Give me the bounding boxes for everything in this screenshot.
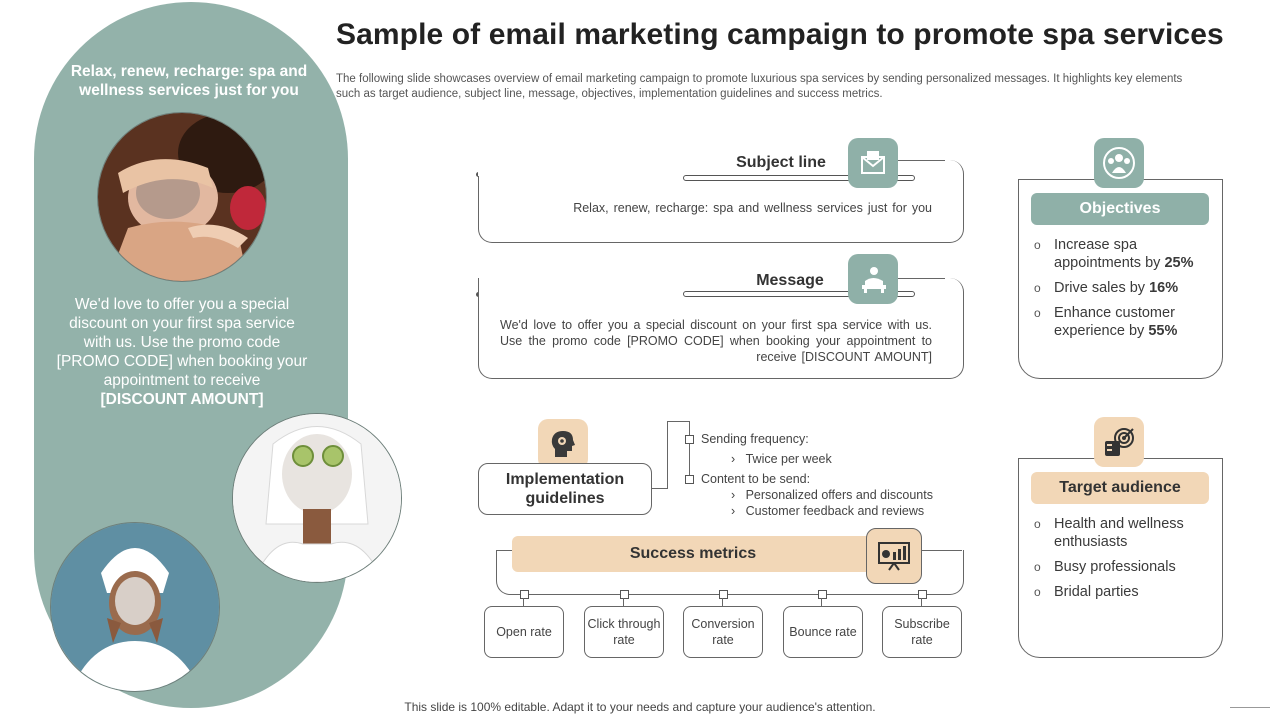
email-icon <box>848 138 898 188</box>
target-icon <box>1094 417 1144 467</box>
footer-divider <box>1230 707 1270 708</box>
massage-icon <box>848 254 898 304</box>
left-offer-body: We'd love to offer you a special discoun… <box>56 296 308 389</box>
target-item: Busy professionals <box>1032 558 1212 576</box>
target-item: Health and wellness enthusiasts <box>1032 515 1212 551</box>
left-headline: Relax, renew, recharge: spa and wellness… <box>70 63 308 99</box>
bullet-square <box>685 475 694 484</box>
bullet-square <box>685 435 694 444</box>
success-connector <box>496 550 964 595</box>
objectives-list: Increase spa appointments by 25% Drive s… <box>1032 236 1212 347</box>
objective-item: Increase spa appointments by 25% <box>1032 236 1212 272</box>
content-label: Content to be send: <box>701 472 811 486</box>
metric-bounce-rate: Bounce rate <box>783 606 863 658</box>
page-subtitle: The following slide showcases overview o… <box>336 73 1183 100</box>
sending-frequency-label: Sending frequency: <box>701 432 809 446</box>
left-offer-bold: [DISCOUNT AMOUNT] <box>100 391 264 408</box>
implementation-label: Implementation guidelines <box>505 471 625 507</box>
message-label: Message <box>756 272 824 289</box>
success-metrics-label: Success metrics <box>512 536 874 572</box>
metric-conversion-rate: Conversion rate <box>683 606 763 658</box>
target-audience-list: Health and wellness enthusiasts Busy pro… <box>1032 515 1212 608</box>
group-icon <box>1094 138 1144 188</box>
objective-item: Enhance customer experience by 55% <box>1032 304 1212 340</box>
objectives-label: Objectives <box>1031 193 1209 225</box>
target-item: Bridal parties <box>1032 583 1212 601</box>
subject-line-text: Relax, renew, recharge: spa and wellness… <box>573 201 932 215</box>
face-mask-cucumber-photo <box>232 413 402 583</box>
left-offer-text: We'd love to offer you a special discoun… <box>54 295 310 409</box>
objective-item: Drive sales by 16% <box>1032 279 1212 297</box>
content-item: › Personalized offers and discounts <box>731 488 933 502</box>
metric-click-through-rate: Click through rate <box>584 606 664 658</box>
spa-massage-photo <box>97 112 267 282</box>
implementation-box: Implementation guidelines <box>478 463 652 515</box>
footer-note: This slide is 100% editable. Adapt it to… <box>404 700 876 714</box>
metric-open-rate: Open rate <box>484 606 564 658</box>
message-bar <box>683 291 915 297</box>
subject-line-bar <box>683 175 915 181</box>
frequency-item: › Twice per week <box>731 452 832 466</box>
target-audience-label: Target audience <box>1031 472 1209 504</box>
subject-line-label: Subject line <box>736 154 826 171</box>
metric-subscribe-rate: Subscribe rate <box>882 606 962 658</box>
page-title: Sample of email marketing campaign to pr… <box>336 18 1224 51</box>
towel-woman-photo <box>50 522 220 692</box>
head-gears-icon <box>538 419 588 469</box>
content-item: › Customer feedback and reviews <box>731 504 925 518</box>
message-text: We'd love to offer you a special discoun… <box>500 318 932 364</box>
presentation-chart-icon <box>866 528 922 584</box>
